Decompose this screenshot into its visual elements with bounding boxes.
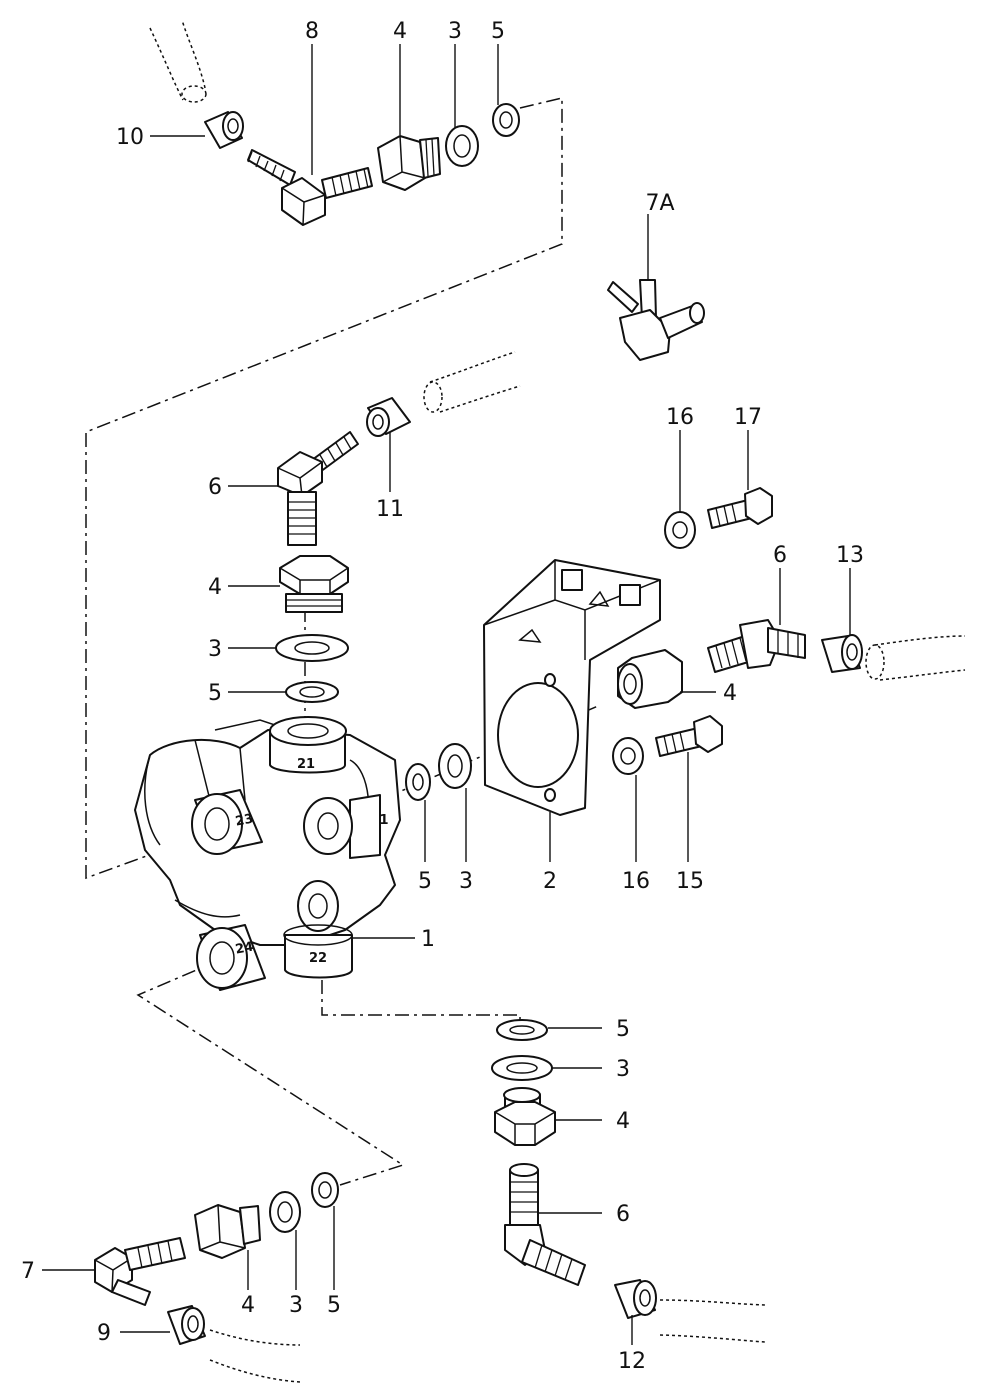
callout-5-top: 5 <box>491 19 505 44</box>
elbow-fitting-6-bottom <box>504 1163 586 1286</box>
port-marking-24: 24 <box>234 940 254 958</box>
hoses <box>149 19 966 1383</box>
sleeve-9 <box>167 1305 206 1345</box>
hose-upper-mid <box>429 351 521 413</box>
callout-3-top: 3 <box>448 19 462 44</box>
callout-3-vertical: 3 <box>208 637 222 662</box>
bolt-15 <box>655 715 723 757</box>
callout-12: 12 <box>618 1349 646 1374</box>
callout-5-vertical: 5 <box>208 681 222 706</box>
port-marking-21: 21 <box>297 757 315 772</box>
callout-3-bottom-left: 3 <box>289 1293 303 1318</box>
bracket-2 <box>483 559 661 816</box>
elbow-fitting-6-right <box>707 619 806 673</box>
port-marking-22: 22 <box>309 951 327 966</box>
callout-6-bottom: 6 <box>616 1202 630 1227</box>
callout-7A: 7A <box>645 191 674 216</box>
washer-5-vertical <box>285 681 339 703</box>
callout-5-bottom-left: 5 <box>327 1293 341 1318</box>
callout-4-vertical: 4 <box>208 575 222 600</box>
callout-13: 13 <box>836 543 864 568</box>
callout-6-right: 6 <box>773 543 787 568</box>
callout-labels: 8 4 3 5 10 7A 16 17 6 11 4 3 5 6 13 4 5 … <box>21 19 864 1374</box>
lock-washer-3-bottom <box>491 1055 553 1081</box>
sleeve-10 <box>204 111 244 149</box>
callout-3-bottom: 3 <box>616 1057 630 1082</box>
union-nut-4-top <box>377 135 441 191</box>
union-nut-4-bottom <box>494 1087 556 1146</box>
washer-5-bottom <box>496 1019 548 1041</box>
washer-16-upper <box>664 511 696 549</box>
lock-washer-3-middle <box>438 743 472 789</box>
callout-8: 8 <box>305 19 319 44</box>
bolt-17 <box>707 487 773 529</box>
elbow-fitting-6-upper <box>277 431 359 546</box>
valve-body-1 <box>134 716 401 991</box>
callout-16-upper: 16 <box>666 405 694 430</box>
port-marking-1: 1 <box>379 813 388 828</box>
lock-washer-3-top <box>445 125 479 167</box>
sleeve-12 <box>614 1279 657 1319</box>
callout-2: 2 <box>543 869 557 894</box>
elbow-fitting-7A <box>607 279 705 361</box>
callout-4-bottom: 4 <box>616 1109 630 1134</box>
callout-7: 7 <box>21 1259 35 1284</box>
port-marking-23: 23 <box>234 812 254 830</box>
hose-bottom-right <box>659 1299 766 1343</box>
callout-4-right: 4 <box>723 681 737 706</box>
callout-1: 1 <box>421 927 435 952</box>
lock-washer-3-vertical <box>275 634 349 662</box>
callout-5-bottom: 5 <box>616 1017 630 1042</box>
sleeve-11 <box>366 397 411 437</box>
hose-right <box>874 635 966 681</box>
callout-5-middle: 5 <box>418 869 432 894</box>
callout-4-bottom-left: 4 <box>241 1293 255 1318</box>
callout-15: 15 <box>676 869 704 894</box>
callout-6-upper: 6 <box>208 475 222 500</box>
union-nut-4-right <box>617 649 683 709</box>
union-nut-4-vertical <box>279 555 349 613</box>
callout-17: 17 <box>734 405 762 430</box>
leader-lines <box>42 44 851 1345</box>
callout-3-middle: 3 <box>459 869 473 894</box>
callout-9: 9 <box>97 1321 111 1346</box>
sleeve-13 <box>821 634 863 673</box>
union-nut-4-bottom-left <box>194 1204 261 1259</box>
callout-11: 11 <box>376 497 404 522</box>
callout-4-top: 4 <box>393 19 407 44</box>
port-markings: 21 23 1 24 22 <box>234 757 388 966</box>
hose-top <box>149 19 206 101</box>
callout-16-lower: 16 <box>622 869 650 894</box>
elbow-fitting-8 <box>247 149 373 226</box>
washer-16-lower <box>612 737 644 775</box>
washer-5-bottom-left <box>311 1172 339 1208</box>
hose-bottom-left <box>209 1329 301 1383</box>
washer-5-top <box>492 103 520 137</box>
lock-washer-3-bottom-left <box>269 1191 301 1233</box>
washer-5-middle <box>405 763 431 801</box>
elbow-fitting-7 <box>94 1237 186 1306</box>
callout-10: 10 <box>116 125 144 150</box>
